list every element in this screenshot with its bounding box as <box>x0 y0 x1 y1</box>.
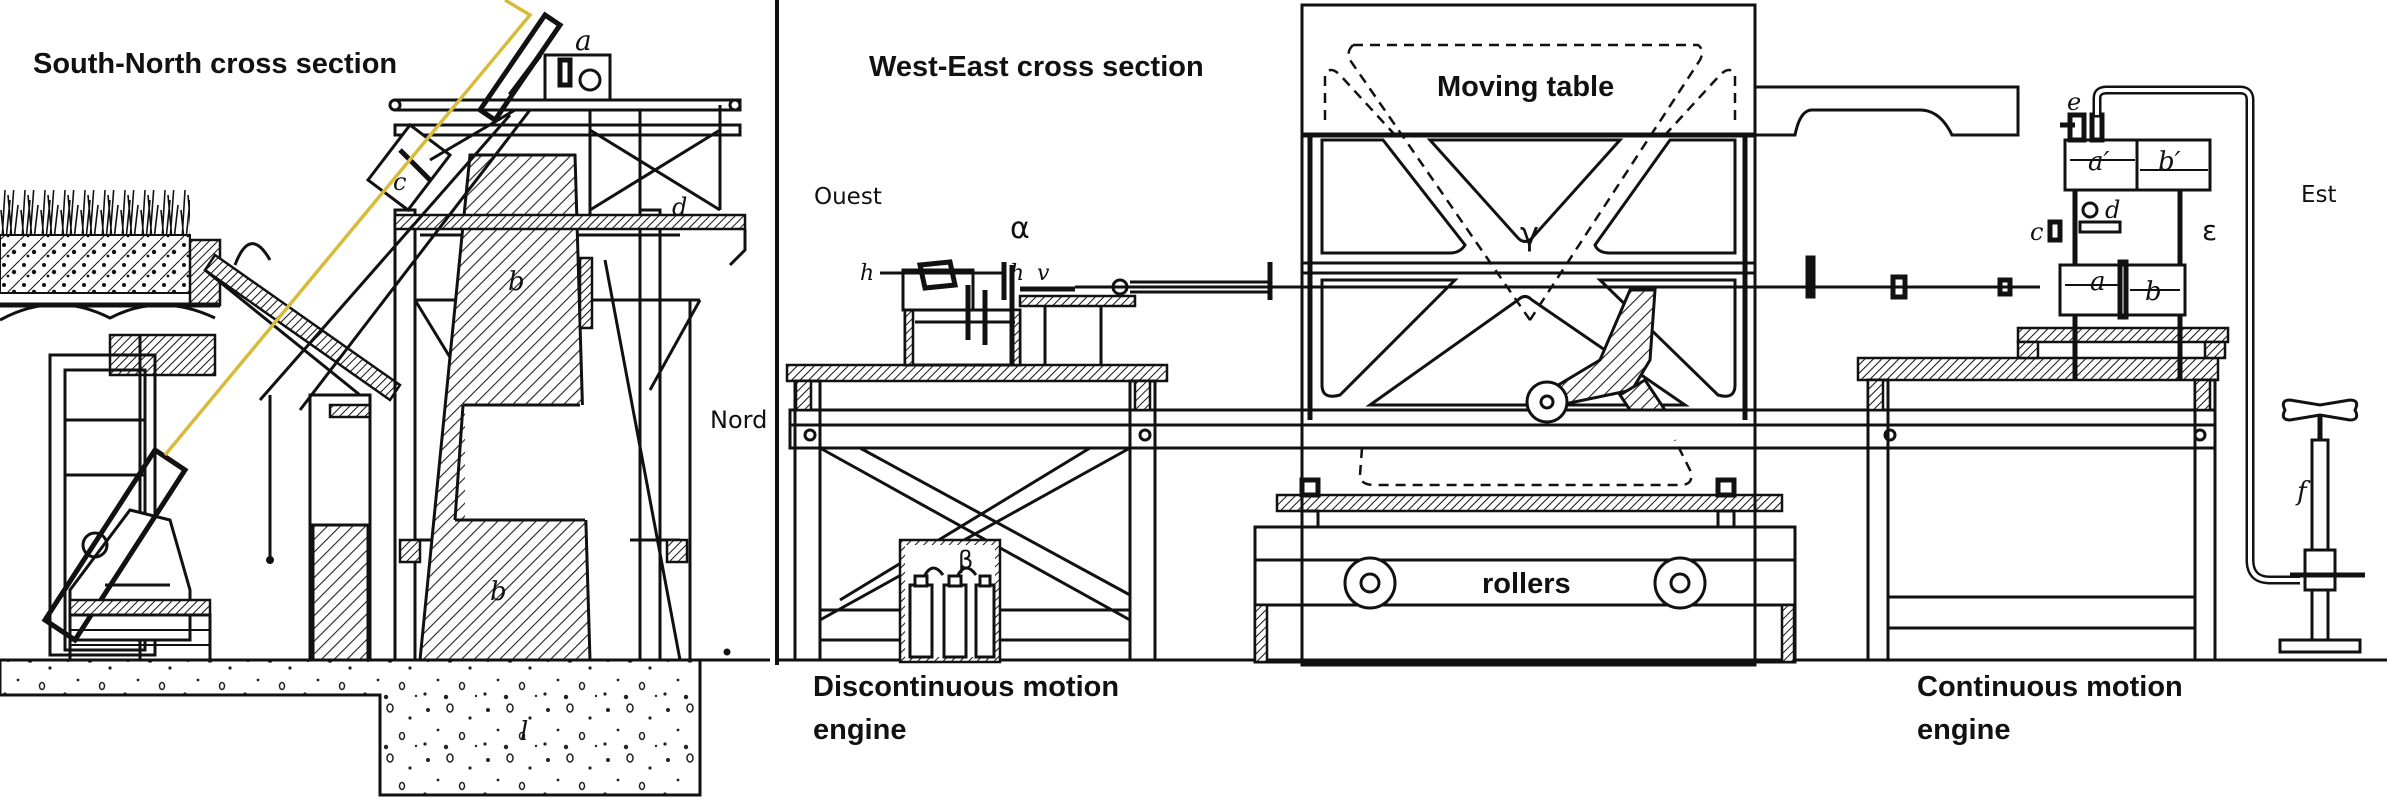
continuous-engine-line1: Continuous motion <box>1917 671 2183 703</box>
south-north-title: South-North cross section <box>33 48 397 80</box>
continuous-engine-line2: engine <box>1917 714 2010 746</box>
inclined-tube <box>203 253 402 402</box>
counterweight <box>578 256 594 330</box>
discontinuous-engine-line1: Discontinuous motion <box>813 671 1119 703</box>
label-a-cyl: a <box>2090 267 2106 297</box>
label-b-cyl: b <box>2145 277 2162 307</box>
label-d-right: d <box>2105 196 2120 224</box>
label-d-left: d <box>672 193 687 221</box>
label-b-lower: b <box>490 577 507 607</box>
beta-label: β <box>958 546 973 574</box>
main-beam <box>788 408 2217 450</box>
discontinuous-engine-line2: engine <box>813 714 906 746</box>
moving-table-label: Moving table <box>1437 71 1614 103</box>
light-beam <box>163 0 533 457</box>
label-l: l <box>520 717 528 747</box>
label-h-left: h <box>860 261 874 286</box>
south-north-section: South-North cross section a c d b b l No… <box>0 0 770 797</box>
label-v: v <box>1037 261 1050 286</box>
label-h-right: h <box>1010 261 1024 286</box>
label-b-upper: b <box>508 267 525 297</box>
air-pump <box>2278 398 2365 654</box>
cam-lever <box>1547 288 1657 407</box>
siderostat-top <box>258 11 612 411</box>
moving-table <box>1300 3 2020 667</box>
nord-label: Nord <box>710 406 767 434</box>
discontinuous-engine <box>880 259 1137 367</box>
epsilon-label: ε <box>2202 214 2217 247</box>
label-a-left: a <box>575 24 592 57</box>
rollers-label: rollers <box>1482 568 1571 600</box>
gamma-label: γ <box>1520 215 1539 253</box>
west-east-title: West-East cross section <box>869 51 1204 83</box>
roof-vegetation <box>0 190 190 235</box>
column-low-hatch <box>311 523 370 662</box>
battery-box <box>898 538 1002 664</box>
label-f: f <box>2295 477 2311 507</box>
roof-soil <box>0 234 191 294</box>
foundation-l <box>0 658 702 797</box>
alpha-label: α <box>1010 211 1030 246</box>
label-e: e <box>2067 88 2081 116</box>
est-label: Est <box>2301 182 2337 208</box>
label-a-prime: a′ <box>2088 147 2110 177</box>
roller-carriage <box>1253 448 1797 664</box>
west-east-section: West-East cross section Moving table Oue… <box>777 3 2387 746</box>
label-c-right: c <box>2030 218 2043 246</box>
label-c-left: c <box>393 168 406 196</box>
label-b-prime: b′ <box>2158 147 2181 177</box>
lower-instrument <box>41 395 274 662</box>
dashed-outline-upper <box>1347 43 1704 321</box>
continuous-engine <box>2047 112 2212 380</box>
ouest-label: Ouest <box>814 184 882 210</box>
